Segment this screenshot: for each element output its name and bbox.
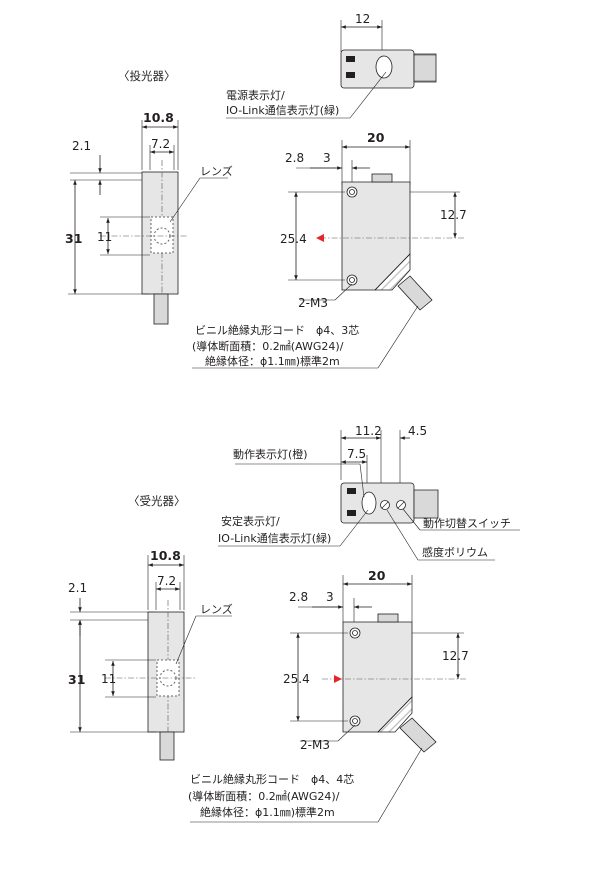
emitter-screw: 2-M3 xyxy=(298,296,328,310)
emitter-top-width: 12 xyxy=(355,12,370,26)
receiver-front-view: 10.8 7.2 2.1 11 31 レンズ xyxy=(68,548,233,761)
receiver-lens-offset: 2.1 xyxy=(68,581,87,595)
emitter-cable-line2: (導体断面積：0.2㎟(AWG24)/ xyxy=(192,339,344,353)
receiver-sensitivity: 感度ボリウム xyxy=(422,545,488,559)
emitter-top-view: 12 xyxy=(226,12,437,119)
receiver-dim-a: 11.2 xyxy=(355,424,382,438)
receiver-op-indicator: 動作表示灯(橙) xyxy=(233,447,308,461)
receiver-lens-height: 11 xyxy=(101,672,116,686)
emitter-hole-x: 2.8 xyxy=(285,151,304,165)
emitter-hole-pitch: 25.4 xyxy=(280,232,307,246)
emitter-indicator-label-2: IO-Link通信表示灯(緑) xyxy=(226,103,339,117)
receiver-dim-c: 7.5 xyxy=(347,447,366,461)
emitter-lens-width: 7.2 xyxy=(151,137,170,151)
receiver-front-width: 10.8 xyxy=(150,548,181,563)
receiver-stable-label-1: 安定表示灯/ xyxy=(221,514,280,528)
emitter-lens-height: 11 xyxy=(97,230,112,244)
emitter-cable-line1: ビニル絶縁丸形コード ϕ4、3芯 xyxy=(195,323,359,337)
receiver-cable-line2: (導体断面積：0.2㎟(AWG24)/ xyxy=(188,789,340,803)
receiver-hole-x: 2.8 xyxy=(289,590,308,604)
receiver-stable-label-2: IO-Link通信表示灯(緑) xyxy=(218,531,331,545)
emitter-hole-dim: 3 xyxy=(323,151,331,165)
emitter-title: 〈投光器〉 xyxy=(118,69,176,83)
receiver-side-width: 20 xyxy=(368,568,386,583)
receiver-lens-label: レンズ xyxy=(200,602,233,616)
receiver-screw: 2-M3 xyxy=(300,738,330,752)
emitter-lens-label: レンズ xyxy=(200,164,233,178)
receiver-hole-dim: 3 xyxy=(326,590,334,604)
receiver-cable-line3: 絶縁体径：ϕ1.1㎜)標準2m xyxy=(200,805,335,819)
receiver-side-view: 20 2.8 3 25.4 12.7 2-M3 xyxy=(190,568,469,823)
emitter-front-view: 10.8 7.2 2.1 11 31 レンズ xyxy=(65,110,233,325)
receiver-hole-pitch: 25.4 xyxy=(283,672,310,686)
emitter-lens-offset: 2.1 xyxy=(72,139,91,153)
emitter-cable-line3: 絶縁体径：ϕ1.1㎜)標準2m xyxy=(205,354,340,368)
receiver-optical-axis: 12.7 xyxy=(442,649,469,663)
emitter-optical-axis: 12.7 xyxy=(440,208,467,222)
receiver-height: 31 xyxy=(68,672,85,687)
emitter-indicator-label-1: 電源表示灯/ xyxy=(226,88,285,102)
emitter-section: 〈投光器〉 12 電源表示灯/ IO-Link通信表示灯(緑) 10.8 xyxy=(65,12,467,369)
receiver-section: 〈受光器〉 11.2 4.5 7.5 xyxy=(68,424,520,823)
receiver-lens-width: 7.2 xyxy=(157,574,176,588)
receiver-top-view: 11.2 4.5 7.5 xyxy=(218,424,520,561)
emitter-side-view: 20 2.8 3 25.4 12.7 2-M3 xyxy=(192,130,467,369)
emitter-height: 31 xyxy=(65,231,82,246)
emitter-front-width: 10.8 xyxy=(143,110,174,125)
receiver-dim-b: 4.5 xyxy=(408,424,427,438)
receiver-cable-line1: ビニル絶縁丸形コード ϕ4、4芯 xyxy=(190,772,354,786)
emitter-side-width: 20 xyxy=(367,130,385,145)
receiver-mode-switch: 動作切替スイッチ xyxy=(423,516,511,530)
receiver-title: 〈受光器〉 xyxy=(128,494,186,508)
